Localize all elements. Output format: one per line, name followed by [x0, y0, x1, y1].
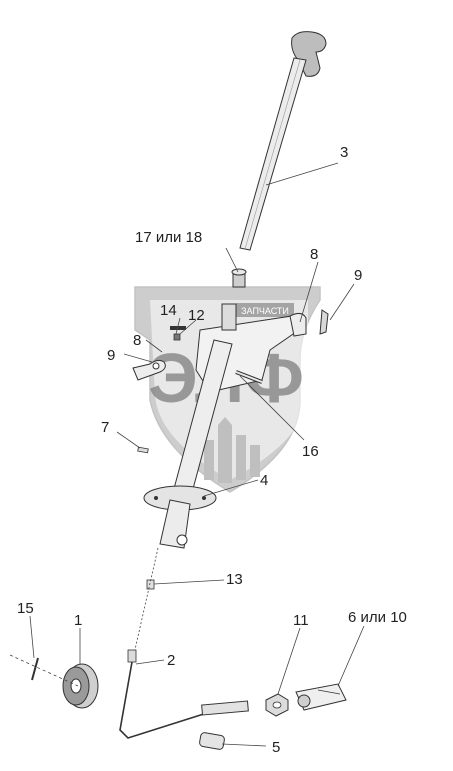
part-7-pin — [137, 446, 149, 454]
part-15-pin — [9, 654, 79, 687]
callout-8-top: 8 — [310, 246, 318, 263]
part-6-10-fork — [295, 683, 347, 711]
part-1-pulley — [62, 663, 99, 709]
callout-11: 11 — [293, 612, 309, 629]
callout-9-left: 9 — [107, 347, 115, 364]
watermark-buildings — [204, 417, 260, 483]
callout-14: 14 — [160, 302, 177, 319]
callout-17-18: 17 или 18 — [135, 229, 202, 246]
part-11-nut — [265, 693, 289, 717]
callout-6-10: 6 или 10 — [348, 609, 407, 626]
callout-2: 2 — [167, 652, 175, 669]
part-13-clip — [146, 579, 155, 590]
callout-8-left: 8 — [133, 332, 141, 349]
callout-9-top: 9 — [354, 267, 362, 284]
callout-3: 3 — [340, 144, 348, 161]
leader-lines — [29, 162, 365, 747]
part-17-18-fitting — [231, 268, 247, 288]
callout-13: 13 — [226, 571, 243, 588]
callout-15: 15 — [17, 600, 34, 617]
cable-sleeve — [201, 700, 249, 716]
callout-7: 7 — [101, 419, 109, 436]
watermark-banner-text: ЗАПЧАСТИ — [241, 306, 289, 316]
part-2-cable — [119, 547, 249, 739]
callout-4: 4 — [260, 472, 268, 489]
lever-rod — [239, 57, 307, 251]
part-9-clip-left — [132, 359, 166, 381]
callout-16: 16 — [302, 443, 319, 460]
part-5-cap — [199, 732, 225, 750]
callout-1: 1 — [74, 612, 82, 629]
callout-5: 5 — [272, 739, 280, 756]
callout-12: 12 — [188, 307, 205, 324]
part-4-bracket — [143, 303, 297, 549]
part-3-lever — [239, 31, 327, 251]
part-16-pin — [235, 370, 263, 384]
watermark-banner — [236, 303, 294, 317]
